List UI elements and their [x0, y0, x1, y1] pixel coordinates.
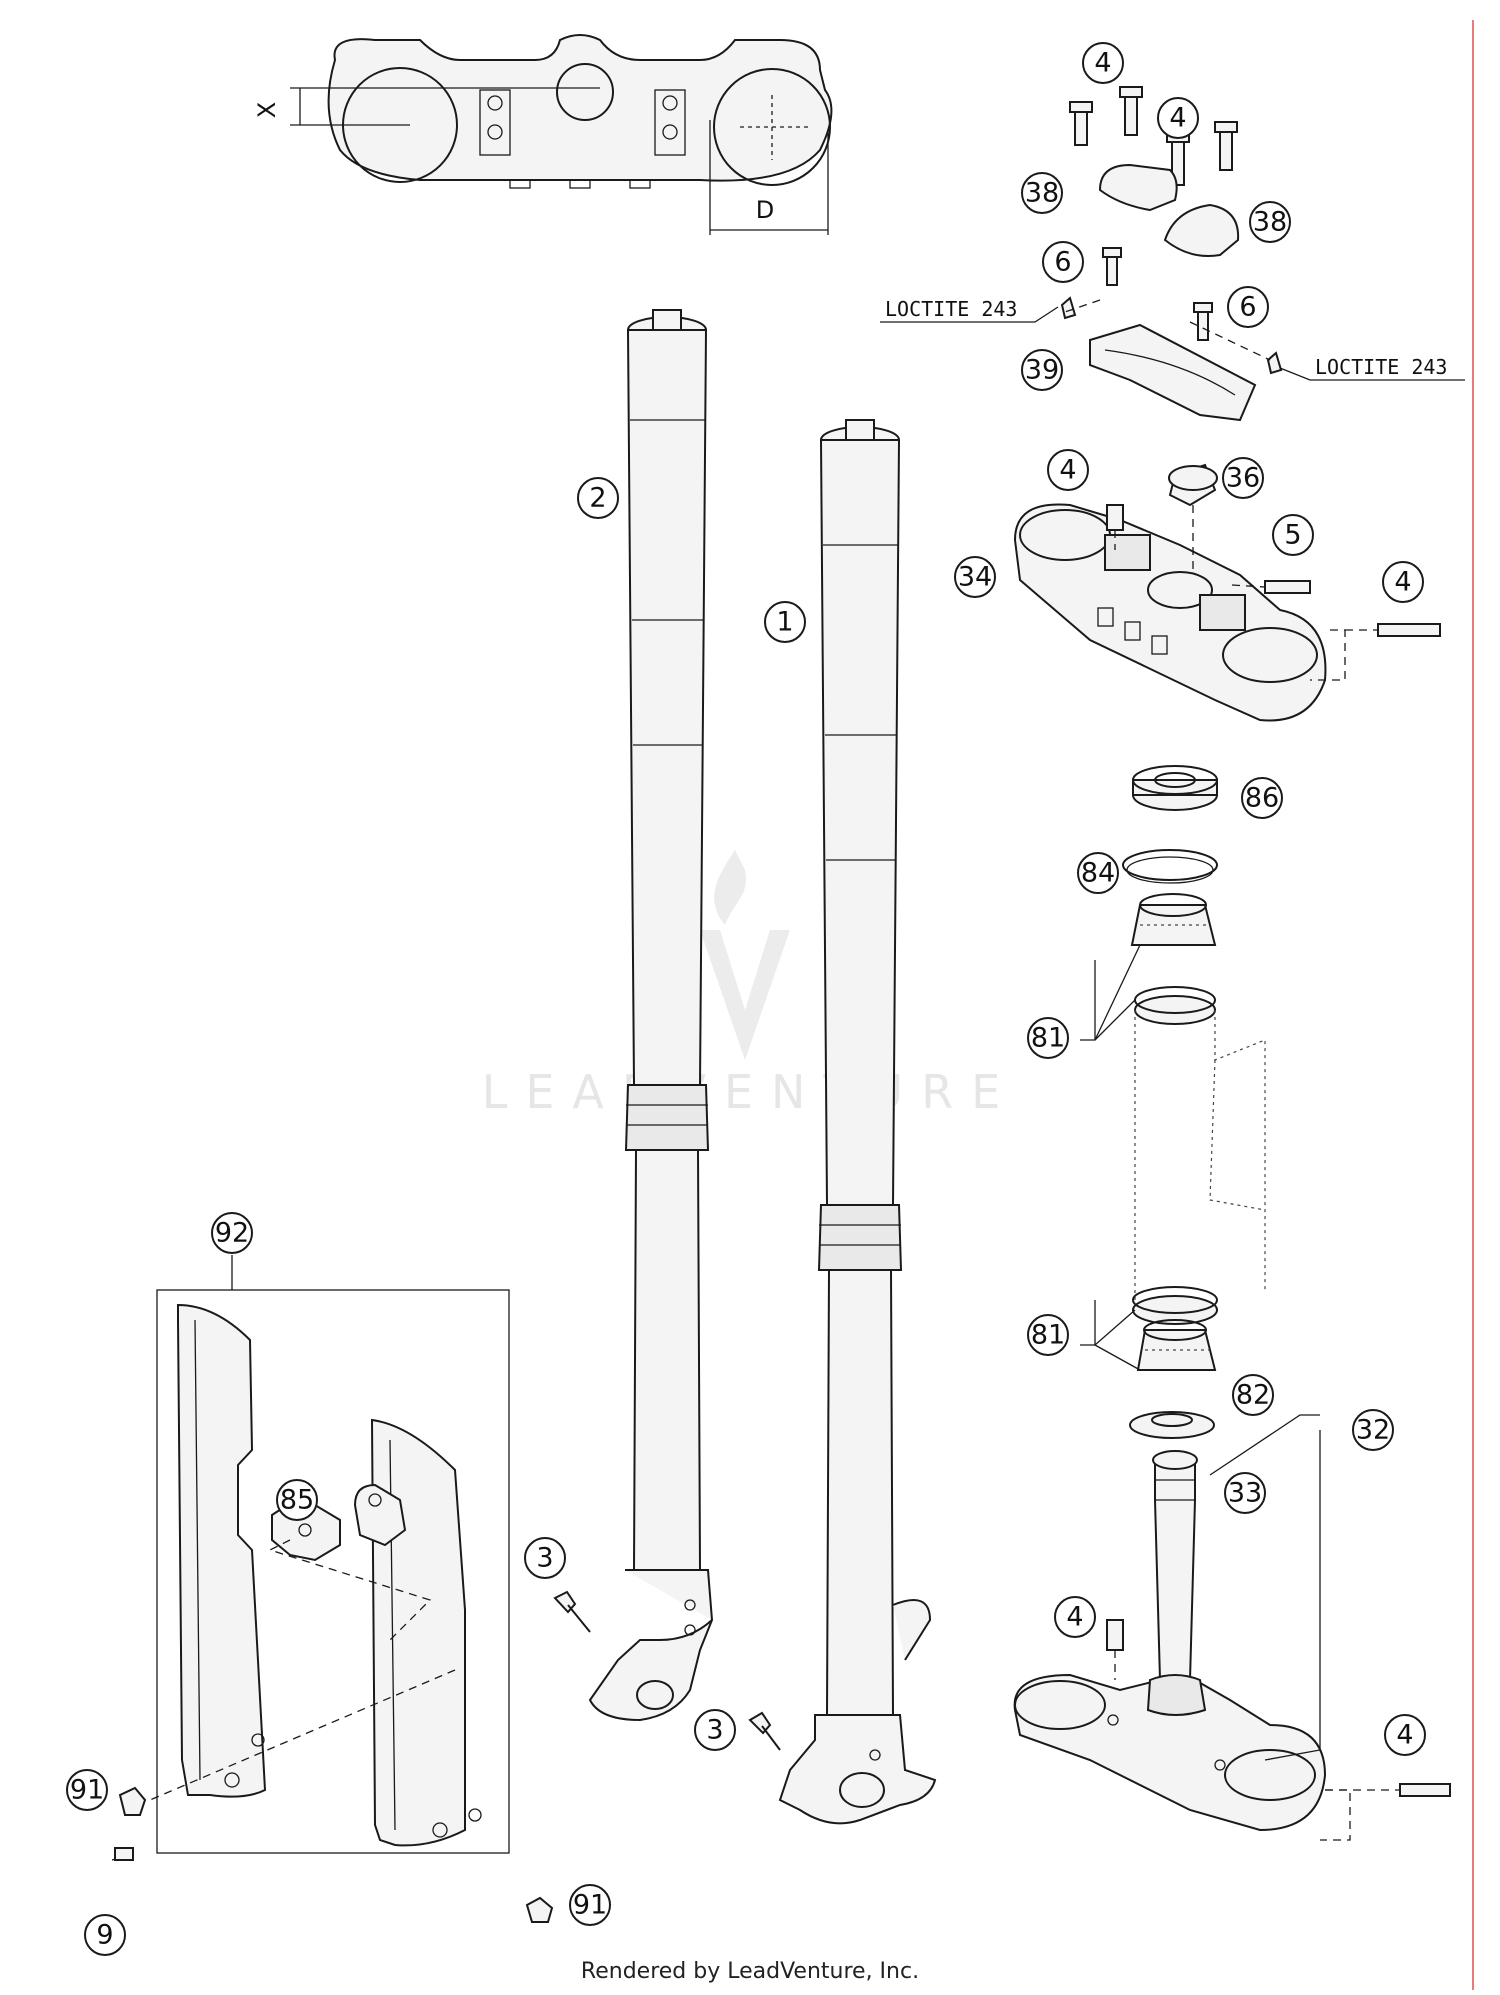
callout-9[interactable]: 9 [84, 1914, 126, 1956]
callout-85[interactable]: 85 [276, 1479, 318, 1521]
callout-1[interactable]: 1 [764, 601, 806, 643]
svg-text:92: 92 [215, 1218, 249, 1249]
callout-82[interactable]: 82 [1232, 1374, 1274, 1416]
callout-4[interactable]: 4 [1382, 561, 1424, 603]
callout-86[interactable]: 86 [1241, 777, 1283, 819]
callout-81[interactable]: 81 [1027, 1017, 1069, 1059]
callout-91[interactable]: 91 [569, 1884, 611, 1926]
callout-36[interactable]: 36 [1222, 457, 1264, 499]
callout-6[interactable]: 6 [1042, 241, 1084, 283]
svg-text:82: 82 [1236, 1380, 1270, 1411]
dim-d-label: D [756, 196, 774, 224]
callout-3[interactable]: 3 [694, 1709, 736, 1751]
callout-81[interactable]: 81 [1027, 1314, 1069, 1356]
callout-4[interactable]: 4 [1047, 449, 1089, 491]
handlebar-clamp-assembly: LOCTITE 243 LOCTITE 243 [880, 86, 1465, 422]
axle-clamp-bolts [553, 1590, 781, 1751]
callout-3[interactable]: 3 [524, 1537, 566, 1579]
svg-text:3: 3 [536, 1543, 553, 1574]
svg-text:4: 4 [1394, 567, 1411, 598]
svg-text:39: 39 [1025, 355, 1059, 386]
svg-text:6: 6 [1054, 247, 1071, 278]
callout-4[interactable]: 4 [1054, 1596, 1096, 1638]
svg-text:6: 6 [1239, 292, 1256, 323]
svg-text:5: 5 [1284, 520, 1301, 551]
fork-guard-group [111, 1255, 554, 1923]
svg-text:4: 4 [1169, 103, 1186, 134]
callout-84[interactable]: 84 [1077, 852, 1119, 894]
svg-text:91: 91 [70, 1775, 104, 1806]
svg-text:33: 33 [1228, 1478, 1262, 1509]
footer-credit: Rendered by LeadVenture, Inc. [581, 1959, 919, 1984]
watermark-text: LEADVENTURE [482, 1065, 1019, 1119]
callout-4[interactable]: 4 [1157, 97, 1199, 139]
callout-5[interactable]: 5 [1272, 514, 1314, 556]
callout-2[interactable]: 2 [577, 477, 619, 519]
callout-4[interactable]: 4 [1384, 1714, 1426, 1756]
svg-text:4: 4 [1059, 455, 1076, 486]
loctite-label-right: LOCTITE 243 [1315, 355, 1447, 379]
svg-text:32: 32 [1356, 1415, 1390, 1446]
callout-92[interactable]: 92 [211, 1212, 253, 1254]
callout-34[interactable]: 34 [954, 556, 996, 598]
svg-text:36: 36 [1226, 463, 1260, 494]
callout-32[interactable]: 32 [1352, 1409, 1394, 1451]
svg-text:1: 1 [776, 607, 793, 638]
loctite-label-left: LOCTITE 243 [885, 297, 1017, 321]
svg-text:9: 9 [96, 1920, 113, 1951]
callout-4[interactable]: 4 [1082, 42, 1124, 84]
svg-text:38: 38 [1025, 178, 1059, 209]
callout-6[interactable]: 6 [1227, 286, 1269, 328]
svg-text:86: 86 [1245, 783, 1279, 814]
svg-text:3: 3 [706, 1715, 723, 1746]
svg-text:2: 2 [589, 483, 606, 514]
fork-leg-right [778, 419, 937, 1825]
callout-38[interactable]: 38 [1249, 201, 1291, 243]
triple-clamp-dimension-view: X D [253, 34, 833, 235]
svg-text:4: 4 [1094, 48, 1111, 79]
callout-38[interactable]: 38 [1021, 172, 1063, 214]
svg-text:91: 91 [573, 1890, 607, 1921]
svg-text:4: 4 [1066, 1602, 1083, 1633]
fork-leg-left [588, 309, 714, 1722]
svg-text:81: 81 [1031, 1023, 1065, 1054]
dim-x-label: X [253, 102, 281, 118]
upper-triple-clamp [1013, 463, 1441, 722]
svg-text:4: 4 [1396, 1720, 1413, 1751]
watermark: LEADVENTURE [482, 850, 1019, 1119]
steering-bearing-stack [1080, 765, 1266, 1439]
lower-triple-clamp [1013, 1414, 1451, 1841]
svg-text:81: 81 [1031, 1320, 1065, 1351]
svg-text:38: 38 [1253, 207, 1287, 238]
callout-91[interactable]: 91 [66, 1769, 108, 1811]
svg-text:34: 34 [958, 562, 992, 593]
callout-39[interactable]: 39 [1021, 349, 1063, 391]
svg-text:84: 84 [1081, 858, 1115, 889]
callout-33[interactable]: 33 [1224, 1472, 1266, 1514]
svg-text:85: 85 [280, 1485, 314, 1516]
